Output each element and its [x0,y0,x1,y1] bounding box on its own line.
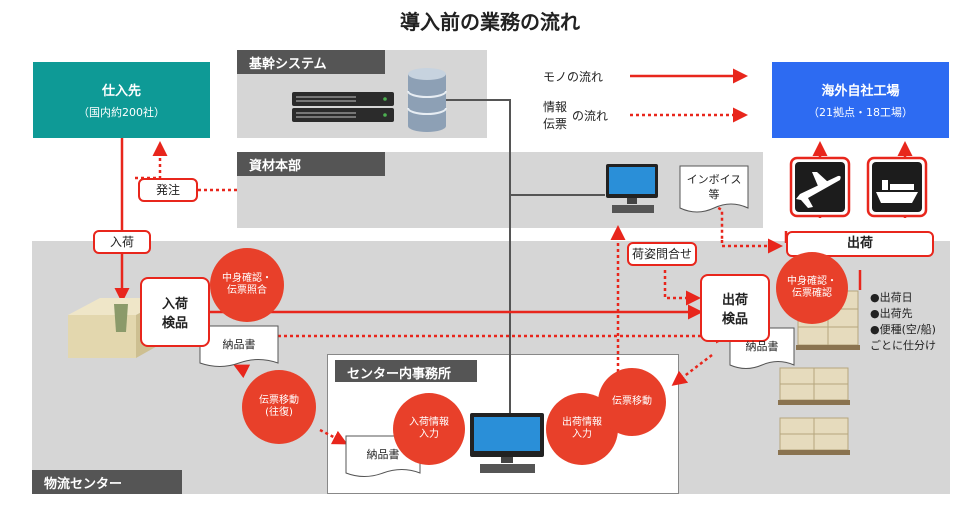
legend-info-suffix: の流れ [572,109,609,123]
delivery-note-doc [199,325,279,367]
invoice-text-1: インボイス [686,173,742,186]
office-label: センター内事務所 [335,360,477,382]
factory-box: 海外自社工場 （21拠点・18工場） [772,62,949,138]
logistics-label: 物流センター [32,470,182,494]
delivery-note-text: 納品書 [366,448,400,461]
inbound-check-line-1: 中身確認・ [222,272,272,284]
shipping-note-4: ごとに仕分け [870,338,936,352]
computer-icon [606,164,658,213]
supplier-title: 仕入先 [101,84,141,99]
slip-move-roundtrip-line-1: 伝票移動 [259,394,299,406]
materials-label: 資材本部 [237,152,385,176]
shipping-note-2: ●出荷先 [870,306,913,320]
invoice-doc [679,165,749,213]
supplier-box: 仕入先 （国内約200社） [33,62,210,138]
delivery-note-text: 納品書 [745,340,779,353]
ship-icon [866,156,928,218]
shipping-sort-notes: ●出荷日 ●出荷先 ●便種(空/船) ごとに仕分け [870,290,936,354]
airplane-icon [789,156,851,218]
inquiry-tag: 荷姿問合せ [627,242,697,266]
factory-sub: （21拠点・18工場） [808,106,913,119]
inbound-check-circle: 中身確認・ 伝票照合 [210,248,284,322]
slip-move-roundtrip-circle: 伝票移動 (往復) [242,370,316,444]
outbound-inspection-box: 出荷 検品 [700,274,770,342]
info-flow [135,141,783,445]
outbound-check-line-1: 中身確認・ [787,275,837,287]
inbound-info-circle: 入荷情報 入力 [393,393,465,465]
page-title: 導入前の業務の流れ [400,10,580,34]
inbound-info-line-2: 入力 [419,429,439,440]
arrival-tag: 入荷 [93,230,151,254]
outbound-check-line-2: 伝票確認 [792,288,832,299]
order-tag: 発注 [138,178,198,202]
invoice-text: インボイス 等 [680,172,748,203]
legend-goods: モノの流れ [543,70,604,84]
outbound-info-line-1: 出荷情報 [562,416,602,428]
delivery-note-text: 納品書 [222,338,256,351]
slip-move-roundtrip-line-2: (往復) [265,407,293,418]
invoice-text-2: 等 [708,188,720,202]
outbound-inspection-label-2: 検品 [721,312,748,327]
inbound-check-line-2: 伝票照合 [227,285,267,296]
computer-icon [470,413,544,473]
inbound-inspection-box: 入荷 検品 [140,277,210,347]
shipping-note-3: ●便種(空/船) [870,322,936,336]
server-rack-icon [292,92,394,122]
supplier-sub: （国内約200社） [78,106,165,119]
core-system-label: 基幹システム [237,50,385,74]
slip-move-line: 伝票移動 [612,395,652,407]
inbound-info-line-1: 入荷情報 [409,416,449,428]
factory-title: 海外自社工場 [821,84,900,99]
shipping-note-1: ●出荷日 [870,291,913,304]
legend-info-top: 情報 [543,100,568,114]
slip-move-circle: 伝票移動 [598,368,666,436]
inbound-inspection-label-1: 入荷 [161,297,188,312]
database-icon [407,68,447,132]
legend-info-bottom: 伝票 [543,117,568,131]
outbound-info-line-2: 入力 [572,429,592,440]
outbound-inspection-label-1: 出荷 [721,293,748,308]
network-cable [440,99,605,431]
inbound-inspection-label-2: 検品 [161,316,188,331]
outbound-check-circle: 中身確認・ 伝票確認 [776,252,848,324]
